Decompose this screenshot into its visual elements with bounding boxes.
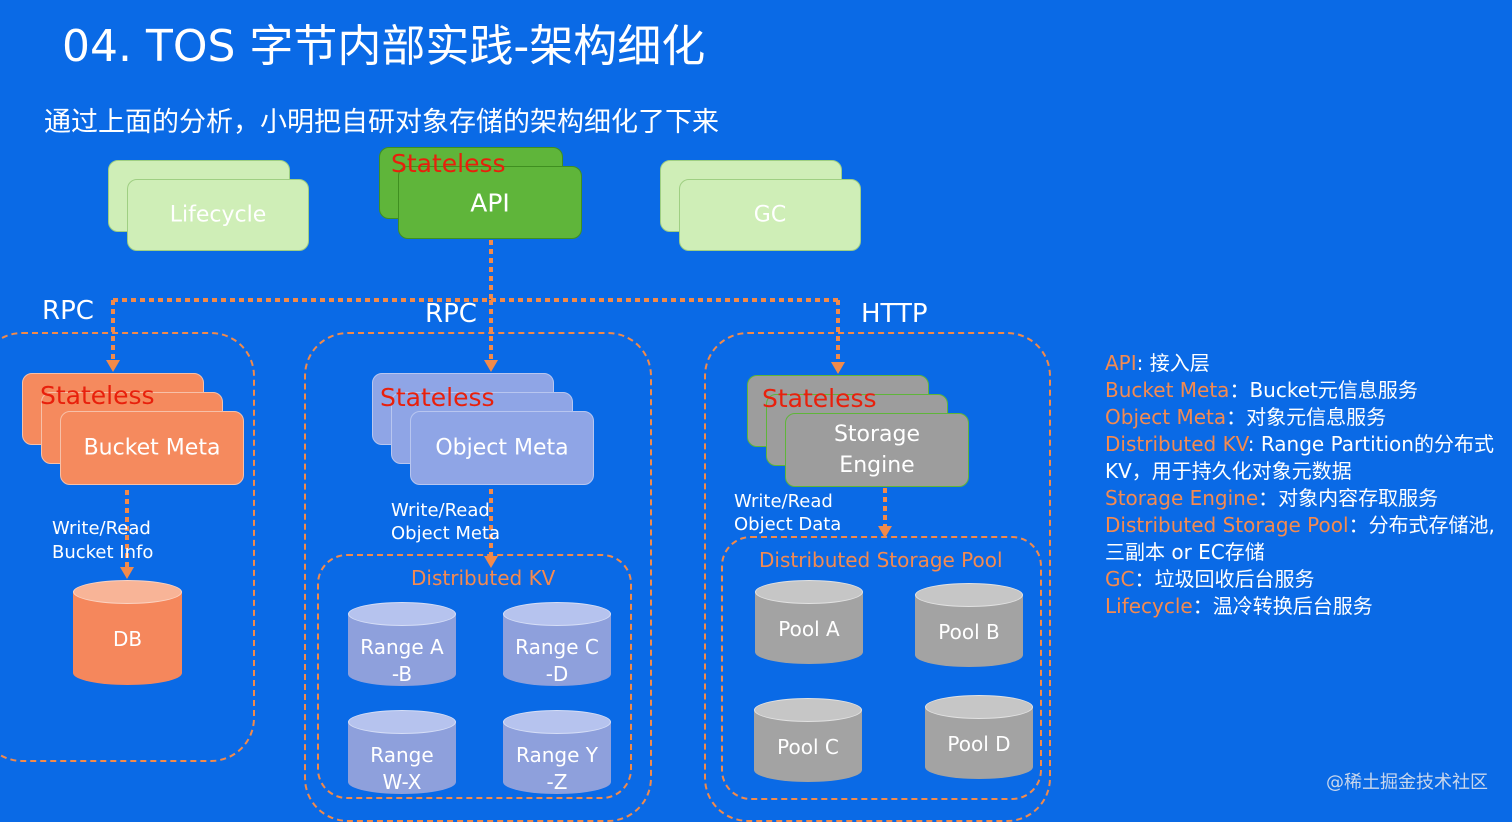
range-label: Range A-B <box>360 635 444 686</box>
legend-row: Bucket Meta：Bucket元信息服务 <box>1105 378 1418 402</box>
arrow-storage <box>831 362 845 374</box>
legend-row: GC：垃圾回收后台服务 <box>1105 567 1315 591</box>
object-meta-stateless-label: Stateless <box>380 383 495 412</box>
arrow-kv <box>484 556 498 568</box>
lifecycle-label: Lifecycle <box>169 202 267 228</box>
api-stateless-label: Stateless <box>391 149 506 178</box>
bucket-meta-card[interactable]: Bucket Meta <box>60 411 244 485</box>
legend-row: Storage Engine：对象内容存取服务 <box>1105 486 1439 510</box>
legend-row: 三副本 or EC存储 <box>1105 540 1265 564</box>
object-annotation-line2: Object Meta <box>391 523 501 544</box>
pool-label: Pool B <box>938 620 1000 644</box>
range-label: Range C-D <box>515 635 599 686</box>
protocol-left: RPC <box>42 296 94 326</box>
db-label: DB <box>112 627 143 651</box>
legend-row: Distributed KV: Range Partition的分布式 <box>1105 432 1494 456</box>
pool-cylinder[interactable]: Pool D <box>925 695 1033 779</box>
arrow-pool <box>878 526 892 538</box>
distributed-kv-group <box>317 554 632 799</box>
range-cylinder[interactable]: Range C-D <box>503 602 611 686</box>
pool-label: Pool C <box>777 735 839 759</box>
db-cylinder[interactable]: DB <box>73 580 182 685</box>
page-title: 04. TOS 字节内部实践-架构细化 <box>62 21 706 72</box>
bucket-annotation-line2: Bucket Info <box>52 542 154 563</box>
api-card[interactable]: API <box>398 166 582 239</box>
page-subtitle: 通过上面的分析，小明把自研对象存储的架构细化了下来 <box>44 107 719 138</box>
object-meta-label: Object Meta <box>435 435 569 461</box>
pool-label: Pool D <box>947 732 1011 756</box>
storage-annotation-line1: Write/Read <box>734 491 833 512</box>
legend: API: 接入层 Bucket Meta：Bucket元信息服务 Object … <box>1105 350 1495 620</box>
arrow-object <box>484 360 498 372</box>
pool-cylinder[interactable]: Pool B <box>915 583 1023 667</box>
legend-row: Object Meta：对象元信息服务 <box>1105 405 1387 429</box>
api-label: API <box>470 188 510 217</box>
storage-pool-label: Distributed Storage Pool <box>759 548 1003 572</box>
range-cylinder[interactable]: Range Y-Z <box>503 710 611 794</box>
watermark: @稀土掘金技术社区 <box>1326 772 1488 793</box>
gc-card[interactable]: GC <box>679 179 861 251</box>
pool-cylinder[interactable]: Pool C <box>754 698 862 782</box>
legend-row: KV，用于持久化对象元数据 <box>1105 459 1352 483</box>
pool-label: Pool A <box>778 617 840 641</box>
bucket-meta-label: Bucket Meta <box>83 435 221 461</box>
range-cylinder[interactable]: Range A-B <box>348 602 456 686</box>
protocol-middle: RPC <box>425 299 477 329</box>
bucket-annotation-line1: Write/Read <box>52 518 151 539</box>
arrow-bucket <box>106 360 120 372</box>
legend-row: Distributed Storage Pool：分布式存储池, <box>1105 513 1495 537</box>
lifecycle-card[interactable]: Lifecycle <box>127 179 309 251</box>
object-annotation-line1: Write/Read <box>391 500 490 521</box>
bucket-meta-group <box>0 332 255 762</box>
storage-annotation-line2: Object Data <box>734 514 842 535</box>
distributed-kv-label: Distributed KV <box>411 566 556 590</box>
legend-row: Lifecycle：温冷转换后台服务 <box>1105 594 1373 618</box>
arrow-db <box>120 567 134 579</box>
storage-engine-stateless-label: Stateless <box>762 384 877 413</box>
gc-label: GC <box>753 202 787 228</box>
object-meta-card[interactable]: Object Meta <box>410 411 594 485</box>
legend-row: API: 接入层 <box>1105 351 1210 375</box>
protocol-right: HTTP <box>861 299 928 329</box>
range-label: Range Y-Z <box>516 743 598 794</box>
pool-cylinder[interactable]: Pool A <box>755 580 863 664</box>
bucket-meta-stateless-label: Stateless <box>40 381 155 410</box>
storage-pool-group <box>721 536 1042 800</box>
